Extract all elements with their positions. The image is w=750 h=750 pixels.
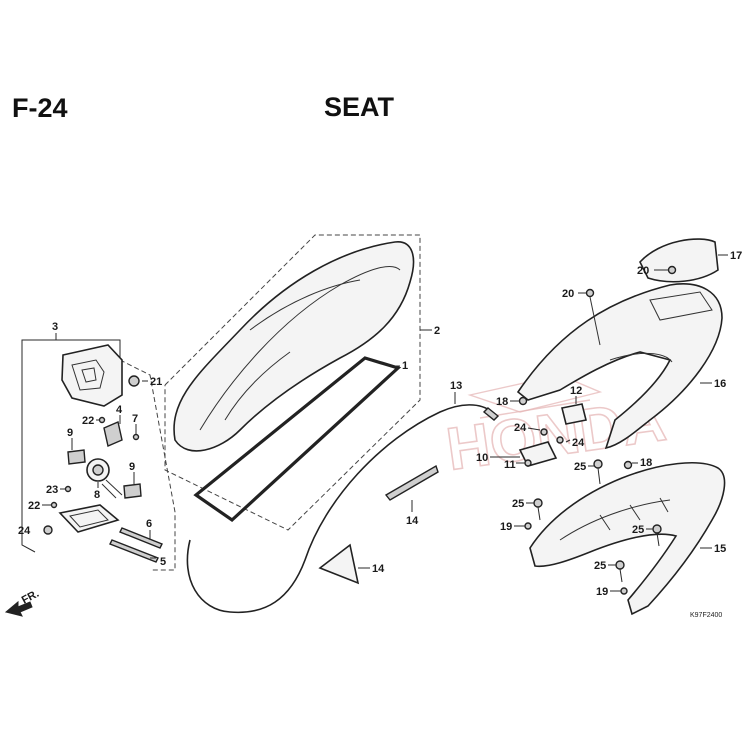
callout-17: 17	[730, 250, 742, 262]
catch-12	[561, 403, 587, 425]
spring-8	[86, 458, 123, 499]
bolt-25-right	[646, 524, 662, 547]
nut-21	[128, 375, 140, 387]
callout-24-center: 24	[514, 422, 527, 434]
front-direction-marker: FR.	[4, 588, 41, 617]
bolt-24-right	[556, 436, 564, 444]
bolt-25-left	[526, 498, 543, 521]
grab-rail	[514, 459, 726, 616]
callout-16: 16	[714, 378, 726, 390]
bolt-25-lower	[608, 560, 625, 583]
callout-1: 1	[402, 360, 408, 372]
callout-21: 21	[150, 376, 162, 388]
latch-lever	[103, 421, 123, 447]
svg-text:FR.: FR.	[20, 588, 41, 607]
callout-2: 2	[434, 325, 440, 337]
base-plate	[58, 504, 120, 533]
washer-11	[524, 459, 532, 467]
callout-10: 10	[476, 452, 488, 464]
callout-4: 4	[116, 404, 123, 416]
washer-19-upper	[524, 522, 532, 530]
diagram-code: K97F2400	[690, 612, 722, 619]
pin-5	[109, 539, 159, 563]
callout-3: 3	[52, 321, 58, 333]
callout-20-upper: 20	[637, 265, 649, 277]
latch-housing	[61, 344, 123, 407]
callout-7: 7	[132, 413, 138, 425]
rear-cowl-16	[516, 283, 723, 450]
callout-25-upper: 25	[574, 461, 586, 473]
callout-11: 11	[504, 459, 516, 471]
callout-9-left: 9	[67, 427, 73, 439]
callout-22-upper: 22	[82, 415, 94, 427]
callout-labels: 1 2 3 4 5 6 7 8 9 9 10 11 12 13 14 14 15…	[18, 250, 742, 598]
bolt-24-center	[540, 428, 548, 436]
seat-seal-1	[193, 356, 402, 523]
bolt-25-upper	[588, 459, 603, 485]
callout-9-right: 9	[129, 461, 135, 473]
callout-22-lower: 22	[28, 500, 40, 512]
callout-19-lower: 19	[596, 586, 608, 598]
callout-15: 15	[714, 543, 726, 555]
cap-17	[639, 238, 719, 283]
screw-20-left	[585, 288, 595, 298]
grommet-18-left	[518, 396, 528, 406]
callout-23: 23	[46, 484, 58, 496]
screw-20-upper	[667, 265, 677, 275]
latch-assembly-group	[21, 333, 176, 571]
pin-6	[119, 527, 163, 549]
seat-release-cable	[186, 392, 500, 614]
callout-6: 6	[146, 518, 152, 530]
grab-rail-15	[529, 462, 726, 616]
callout-18-right: 18	[640, 457, 652, 469]
grommet-18-right	[623, 460, 633, 470]
callout-25-lower: 25	[594, 560, 606, 572]
strip-14-upper	[384, 464, 439, 501]
callout-19-upper: 19	[500, 521, 512, 533]
front-arrow-icon	[4, 600, 33, 617]
callout-14-upper: 14	[406, 515, 419, 527]
seat-assembly	[164, 234, 432, 531]
rubber-9-left	[67, 449, 86, 465]
seat-cushion	[173, 241, 415, 452]
callout-24-right: 24	[572, 437, 585, 449]
washer-19-lower	[620, 587, 628, 595]
figure-code: F-24	[12, 93, 68, 123]
rear-cowl	[516, 238, 728, 450]
callout-20-left: 20	[562, 288, 574, 300]
svg-text:HONDA: HONDA	[442, 386, 669, 483]
callout-25-left: 25	[512, 498, 524, 510]
rubber-9-right	[123, 483, 142, 499]
bolt-24-left	[43, 525, 53, 535]
diagram-title: SEAT	[324, 92, 395, 122]
callout-18-left: 18	[496, 396, 508, 408]
callout-25-right: 25	[632, 524, 644, 536]
catch-assembly	[490, 396, 587, 467]
callout-13: 13	[450, 380, 462, 392]
callout-5: 5	[160, 556, 166, 568]
callout-12: 12	[570, 385, 582, 397]
strip-14-lower	[318, 543, 360, 585]
callout-24-left: 24	[18, 525, 31, 537]
callout-8: 8	[94, 489, 100, 501]
callout-14-lower: 14	[372, 563, 385, 575]
